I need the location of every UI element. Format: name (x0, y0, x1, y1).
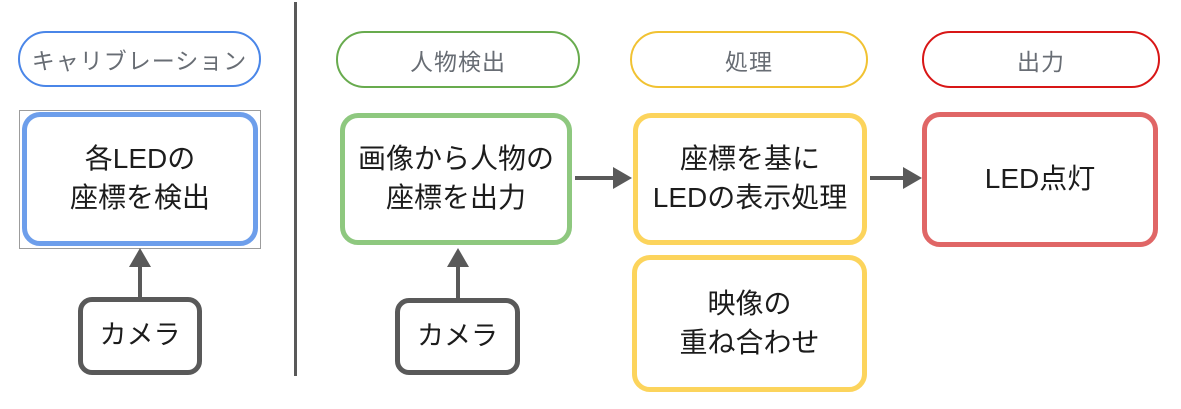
arrow-right-icon (575, 167, 632, 189)
node-led-display-processing[interactable]: 座標を基に LEDの表示処理 (633, 113, 867, 245)
node-camera-right[interactable]: カメラ (395, 298, 520, 375)
section-divider (294, 2, 297, 376)
node-person-coordinates[interactable]: 画像から人物の 座標を出力 (340, 113, 572, 245)
stage-pill-calibration[interactable]: キャリブレーション (18, 31, 261, 87)
arrow-shaft (870, 176, 903, 180)
arrow-up-icon (129, 248, 151, 298)
arrow-right-icon (870, 167, 922, 189)
arrowhead-icon (129, 248, 151, 267)
node-camera-left[interactable]: カメラ (78, 297, 202, 375)
node-video-overlay[interactable]: 映像の 重ね合わせ (632, 255, 867, 392)
node-led-coordinate-detect[interactable]: 各LEDの 座標を検出 (22, 112, 258, 246)
arrowhead-icon (613, 167, 632, 189)
arrow-shaft (575, 176, 613, 180)
arrowhead-icon (903, 167, 922, 189)
arrow-shaft (138, 267, 142, 298)
arrowhead-icon (447, 248, 469, 267)
stage-pill-processing[interactable]: 処理 (630, 31, 868, 88)
node-led-on[interactable]: LED点灯 (922, 112, 1158, 247)
arrow-shaft (456, 267, 460, 298)
stage-pill-output[interactable]: 出力 (922, 31, 1160, 88)
stage-pill-person-detection[interactable]: 人物検出 (336, 31, 580, 88)
arrow-up-icon (447, 248, 469, 298)
